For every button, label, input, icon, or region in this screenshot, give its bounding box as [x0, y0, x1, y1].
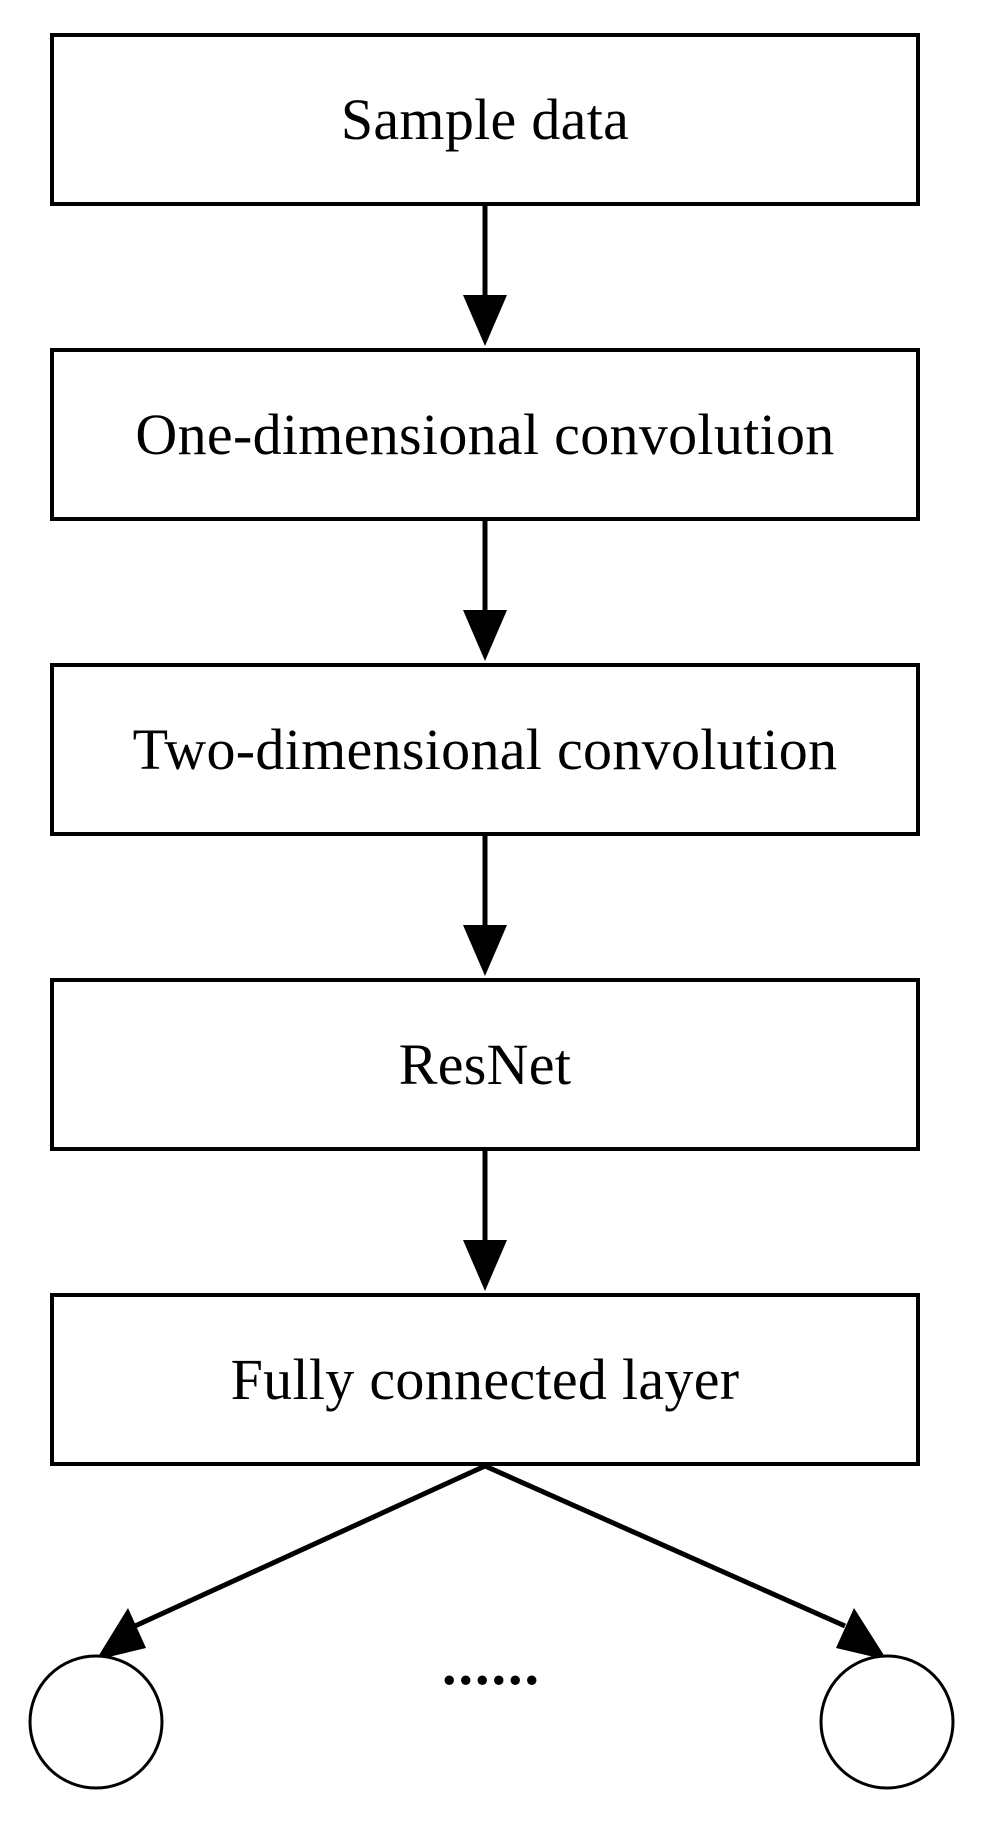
- node-label: Fully connected layer: [230, 1347, 740, 1412]
- node-fully-connected-layer: Fully connected layer: [50, 1293, 920, 1466]
- node-resnet: ResNet: [50, 978, 920, 1151]
- arrow-conv1d-to-conv2d: [463, 521, 507, 661]
- output-node-first: [28, 1654, 164, 1790]
- arrow-sample-to-conv1d: [463, 206, 507, 346]
- node-label: One-dimensional convolution: [135, 402, 835, 467]
- node-one-dimensional-convolution: One-dimensional convolution: [50, 348, 920, 521]
- node-label: Two-dimensional convolution: [132, 717, 838, 782]
- arrow-fc-to-output-last: [483, 1463, 887, 1660]
- output-ellipsis: ......: [442, 1632, 541, 1697]
- output-node-last: [819, 1654, 955, 1790]
- arrow-conv2d-to-resnet: [463, 836, 507, 976]
- node-label: ResNet: [398, 1032, 572, 1097]
- node-label: Sample data: [340, 87, 630, 152]
- node-sample-data: Sample data: [50, 33, 920, 206]
- arrow-resnet-to-fc: [463, 1151, 507, 1291]
- arrow-fc-to-output-first: [96, 1463, 487, 1660]
- node-two-dimensional-convolution: Two-dimensional convolution: [50, 663, 920, 836]
